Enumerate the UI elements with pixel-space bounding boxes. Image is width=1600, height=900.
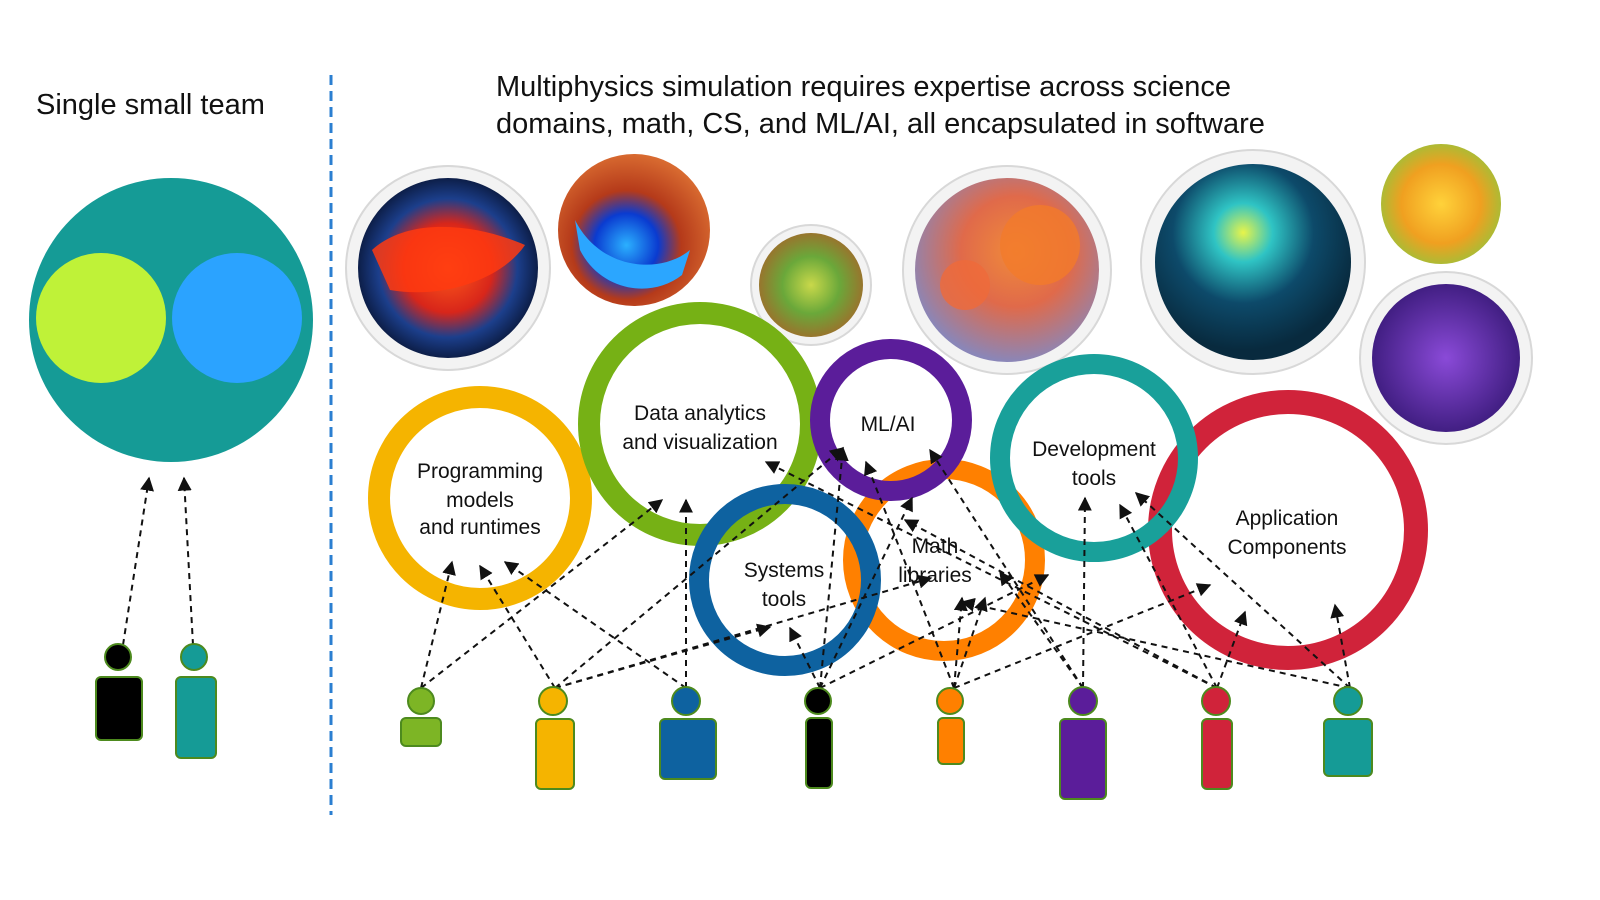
application-label-line-2: Components bbox=[1227, 536, 1346, 559]
dashed-arrow bbox=[929, 448, 1084, 689]
programming-label-line-2: models bbox=[446, 489, 514, 512]
expertise-arrows bbox=[420, 446, 1351, 689]
dashed-arrow bbox=[819, 446, 849, 689]
person-body bbox=[535, 718, 575, 790]
science-image-fire bbox=[345, 165, 551, 371]
person-body bbox=[1323, 718, 1373, 777]
person-icon bbox=[400, 687, 442, 747]
person-head bbox=[407, 687, 435, 715]
person-icon bbox=[804, 687, 833, 789]
development-label-line-1: Development bbox=[1032, 438, 1156, 461]
person-body bbox=[400, 717, 442, 747]
programming-models-ring bbox=[368, 386, 592, 610]
application-label-line-1: Application bbox=[1236, 507, 1339, 530]
dashed-arrow bbox=[1119, 503, 1218, 689]
person-icon bbox=[535, 686, 575, 790]
science-image-heatmap bbox=[1381, 144, 1501, 264]
systems-tools-ring bbox=[689, 484, 881, 676]
dashed-arrow bbox=[554, 447, 845, 689]
right-title-line-2: domains, math, CS, and ML/AI, all encaps… bbox=[496, 108, 1265, 140]
person-icon bbox=[659, 686, 717, 780]
ml-ai-ring bbox=[810, 339, 972, 501]
person-head bbox=[1333, 686, 1363, 716]
dashed-arrow bbox=[960, 597, 1351, 689]
science-image-cells bbox=[902, 165, 1112, 375]
person-body bbox=[175, 676, 217, 759]
left-person-teal bbox=[175, 643, 217, 759]
dashed-arrow bbox=[764, 461, 1218, 689]
person-body bbox=[95, 676, 143, 741]
left-panel-title: Single small team bbox=[36, 89, 265, 121]
dashed-arrow bbox=[953, 596, 988, 689]
person-body bbox=[1201, 718, 1233, 790]
development-tools-ring bbox=[990, 354, 1198, 562]
systems-label-line-2: tools bbox=[762, 588, 806, 611]
science-image-storm bbox=[1140, 149, 1366, 375]
left-arrows bbox=[122, 476, 194, 646]
person-body bbox=[937, 717, 965, 765]
person-body bbox=[1059, 718, 1107, 800]
dashed-arrow bbox=[789, 626, 821, 689]
team-members bbox=[400, 686, 1373, 800]
dashed-arrow bbox=[953, 583, 1212, 689]
data-analytics-label-line-2: and visualization bbox=[622, 431, 777, 454]
person-body bbox=[659, 718, 717, 780]
dashed-arrow bbox=[1216, 610, 1248, 689]
development-label-line-2: tools bbox=[1072, 467, 1116, 490]
science-image-turbulence bbox=[750, 224, 872, 346]
arrow-left-1 bbox=[122, 476, 154, 646]
dashed-arrow bbox=[1330, 603, 1351, 689]
dashed-arrow bbox=[1134, 492, 1351, 689]
person-head bbox=[1068, 686, 1098, 716]
person-head bbox=[671, 686, 701, 716]
ml-ai-label: ML/AI bbox=[861, 413, 916, 436]
small-team-circle bbox=[29, 178, 313, 462]
arrow-left-2 bbox=[177, 476, 194, 646]
data-analytics-label-line-1: Data analytics bbox=[634, 402, 766, 425]
science-image-lattice bbox=[1359, 271, 1533, 445]
programming-label-line-1: Programming bbox=[417, 460, 543, 483]
left-person-black bbox=[95, 643, 143, 741]
person-icon bbox=[1059, 686, 1107, 800]
team-member-lime-circle bbox=[36, 253, 166, 383]
person-head bbox=[1201, 686, 1231, 716]
application-components-ring bbox=[1148, 390, 1428, 670]
person-head bbox=[538, 686, 568, 716]
dashed-arrow bbox=[953, 596, 968, 689]
dashed-arrow bbox=[503, 561, 687, 689]
dashed-arrow bbox=[819, 496, 913, 689]
person-body bbox=[805, 717, 833, 789]
team-circle bbox=[29, 178, 313, 462]
person-head bbox=[936, 687, 964, 715]
dashed-arrow bbox=[420, 499, 664, 689]
person-icon bbox=[1201, 686, 1233, 790]
dashed-arrow bbox=[1077, 496, 1092, 689]
dashed-arrow bbox=[999, 570, 1084, 689]
dashed-arrow bbox=[903, 519, 1218, 689]
programming-label-line-3: and runtimes bbox=[419, 516, 540, 539]
science-image-magnetic-field bbox=[558, 154, 710, 306]
person-icon bbox=[1323, 686, 1373, 777]
dashed-arrow bbox=[864, 460, 955, 689]
person-head bbox=[804, 687, 832, 715]
team-member-blue-circle bbox=[172, 253, 302, 383]
systems-label-line-1: Systems bbox=[744, 559, 825, 582]
person-head bbox=[180, 643, 208, 671]
person-head bbox=[104, 643, 132, 671]
dashed-arrow bbox=[819, 574, 1050, 689]
person-icon bbox=[936, 687, 965, 765]
dashed-arrow bbox=[479, 564, 556, 689]
right-title-line-1: Multiphysics simulation requires experti… bbox=[496, 71, 1231, 103]
